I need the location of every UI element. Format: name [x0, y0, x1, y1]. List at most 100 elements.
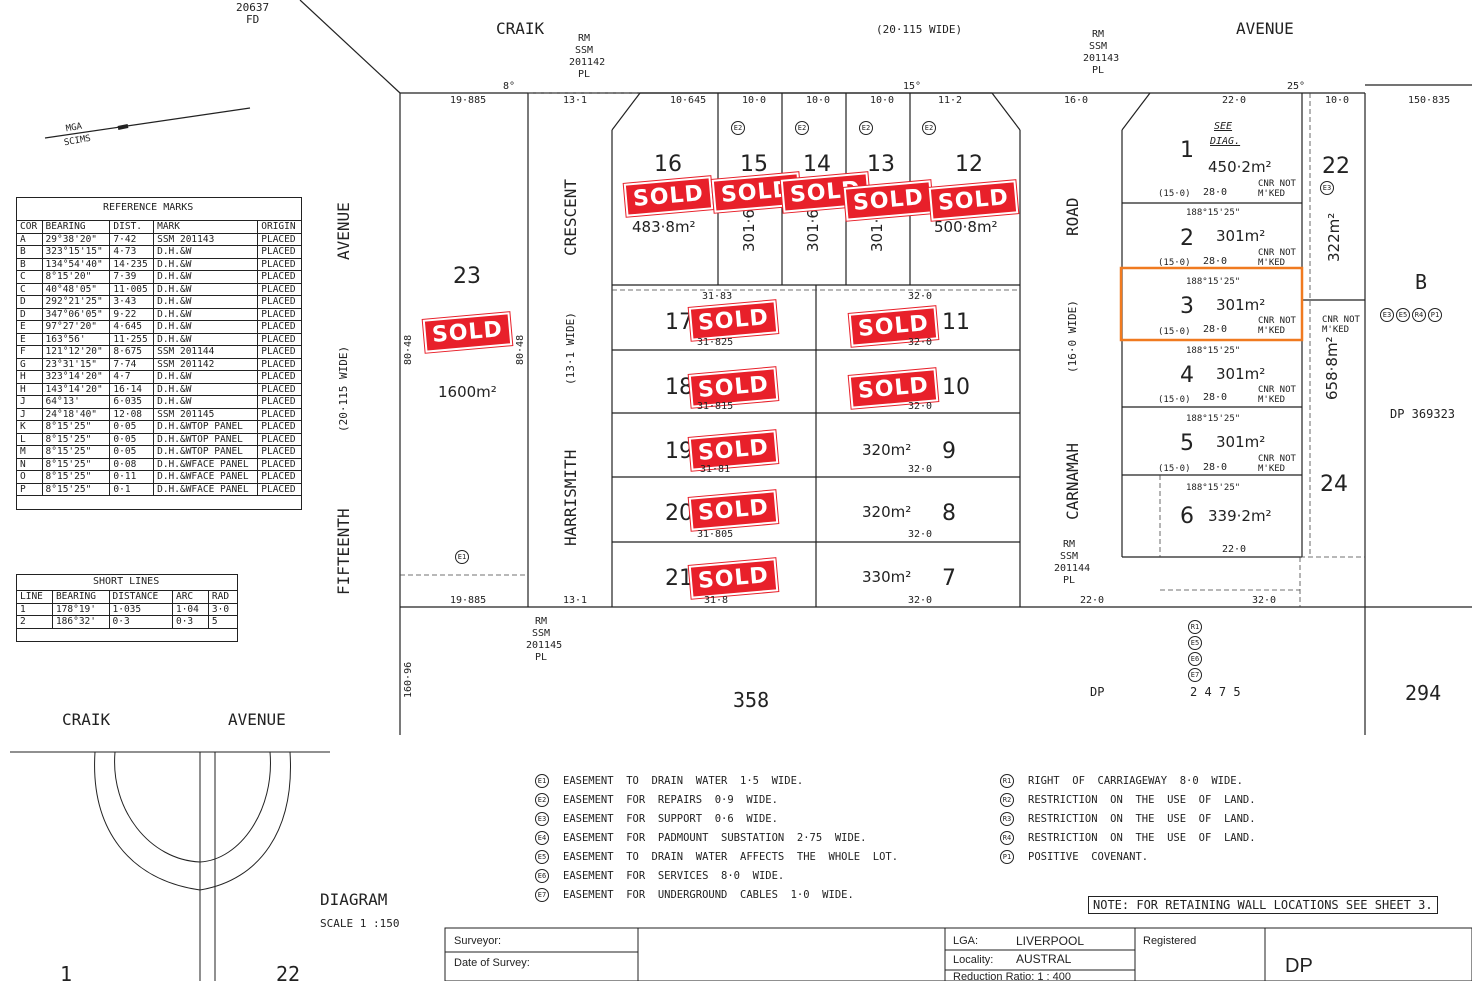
legend-code-icon: R1 — [1000, 774, 1014, 788]
dim-label: 31·805 — [697, 529, 734, 540]
reference-mark-cell: PLACED — [257, 482, 302, 496]
dim-label: 31·81 — [700, 464, 731, 475]
legend-code-icon: E5 — [535, 850, 549, 864]
lot-area: 658·8m² — [1323, 336, 1341, 400]
rm-label: RM — [1092, 29, 1105, 40]
lot-number: 20 — [665, 501, 693, 526]
reference-mark-cell: 23°31'15" — [41, 357, 111, 371]
dim-label: 32·0 — [1252, 595, 1277, 606]
reference-mark-cell: D.H.&W — [153, 320, 259, 334]
reference-mark-cell: O — [16, 470, 43, 484]
lot-number: 1 — [1180, 138, 1194, 163]
dim-label: 10·0 — [1325, 95, 1350, 106]
short-line-cell: 0·3 — [171, 615, 209, 629]
short-line-cell: 1 — [16, 602, 53, 616]
parcel-ref: 20637 — [236, 1, 270, 14]
reference-mark-cell: 7·39 — [109, 270, 155, 284]
dim-label: 13·1 — [563, 595, 588, 606]
reference-mark-cell: D.H.&W — [153, 257, 259, 271]
easement-marker-e2: E2 — [922, 121, 936, 135]
legend-text: EASEMENT FOR SUPPORT 0·6 WIDE. — [563, 813, 778, 825]
lot-number: 11 — [942, 310, 970, 335]
reference-mark-cell: D.H.&W — [153, 295, 259, 309]
dim-label: 80·48 — [403, 334, 414, 365]
lot-area: 301m² — [1216, 296, 1266, 314]
diagram-lot-1: 1 — [60, 962, 73, 986]
reference-mark-cell: D.H.&W — [153, 382, 259, 396]
reference-mark-cell: 0·08 — [109, 457, 155, 471]
legend-code-icon: R3 — [1000, 812, 1014, 826]
reference-mark-cell: 7·42 — [109, 232, 155, 246]
dim-label: 32·0 — [908, 401, 933, 412]
rm-label: SSM — [1089, 41, 1108, 52]
reference-mark-header: COR — [16, 220, 43, 234]
street-road: ROAD — [1063, 197, 1082, 236]
dim-label: 10·0 — [806, 95, 831, 106]
easement-marker-e3: E3 — [1380, 308, 1394, 322]
lot-area: 500·8m² — [934, 218, 998, 236]
reference-mark-cell: 6·035 — [109, 395, 155, 409]
dim-label: 80·48 — [515, 334, 526, 365]
cnr-note: CNR NOT — [1258, 385, 1296, 395]
legend-text: EASEMENT FOR SERVICES 8·0 WIDE. — [563, 870, 785, 882]
legend-text: RESTRICTION ON THE USE OF LAND. — [1028, 794, 1256, 806]
legend-code-icon: E4 — [535, 831, 549, 845]
rm-label: PL — [578, 69, 591, 80]
reference-mark-cell: D — [16, 295, 43, 309]
reference-mark-cell: 97°27'20" — [41, 320, 111, 334]
cnr-note: M'KED — [1258, 464, 1286, 474]
dim-label: 32·0 — [908, 337, 933, 348]
reference-mark-cell: PLACED — [257, 370, 302, 384]
dim-label: 19·885 — [450, 595, 487, 606]
reference-mark-cell: M — [16, 445, 43, 459]
lot-number: 5 — [1180, 431, 1194, 456]
legend-text: EASEMENT FOR REPAIRS 0·9 WIDE. — [563, 794, 778, 806]
lot-number: 15 — [740, 152, 768, 177]
street-fifteenth-width: (20·115 WIDE) — [337, 345, 350, 432]
easement-marker-e2: E2 — [795, 121, 809, 135]
reference-mark-cell: 12·08 — [109, 407, 155, 421]
reference-mark-cell: D.H.&W — [153, 370, 259, 384]
rm-label: PL — [1063, 575, 1076, 586]
reference-mark-cell: 14·235 — [109, 257, 155, 271]
reference-mark-cell: PLACED — [257, 420, 302, 434]
short-line-cell: 2 — [16, 615, 53, 629]
reference-mark-cell: PLACED — [257, 270, 302, 284]
reference-mark-cell: 0·05 — [109, 432, 155, 446]
dim-label: 31·83 — [702, 291, 733, 302]
reference-mark-cell: SSM 201144 — [153, 345, 259, 359]
reference-mark-header: BEARING — [41, 220, 111, 234]
reference-mark-cell: 323°14'20" — [41, 370, 111, 384]
lot-number: 22 — [1322, 154, 1350, 179]
cnr-note: M'KED — [1322, 325, 1350, 335]
rm-label: 201144 — [1054, 563, 1091, 574]
lot-number[interactable]: 3 — [1180, 294, 1194, 319]
lga-label: LGA: — [953, 935, 979, 947]
short-line-cell: 3·0 — [207, 602, 239, 616]
reference-mark-cell: 0·11 — [109, 470, 155, 484]
easement-marker-e7: E7 — [1188, 668, 1202, 682]
reference-mark-cell: PLACED — [257, 395, 302, 409]
dim-label: 10·0 — [870, 95, 895, 106]
reference-mark-cell: PLACED — [257, 382, 302, 396]
dim-label: 150·835 — [1408, 95, 1451, 106]
short-lines-title: SHORT LINES — [93, 576, 160, 587]
lot-area: 301m² — [1216, 227, 1266, 245]
surveyor-label: Surveyor: — [454, 935, 502, 947]
cnr-note: CNR NOT — [1258, 248, 1296, 258]
dim-label: 11·2 — [938, 95, 963, 106]
reference-mark-cell: 9·22 — [109, 307, 155, 321]
street-road-width: (16·0 WIDE) — [1066, 300, 1079, 373]
easement-marker-e5: E5 — [1188, 636, 1202, 650]
short-line-cell: 1·04 — [171, 602, 209, 616]
reference-mark-cell: SSM 201143 — [153, 232, 259, 246]
reference-mark-cell: PLACED — [257, 232, 302, 246]
reference-mark-cell: PLACED — [257, 470, 302, 484]
